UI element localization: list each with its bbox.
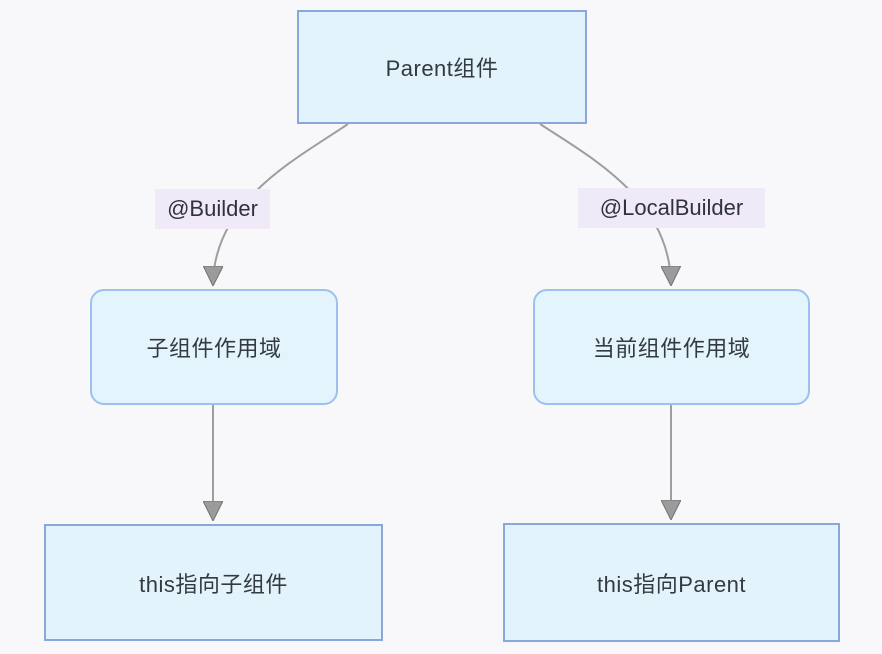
edge-label-builder-text: @Builder <box>167 196 258 221</box>
edge-parent-to-current-scope <box>539 123 671 284</box>
node-this-points-to-parent-label: this指向Parent <box>596 571 747 597</box>
node-this-points-to-parent: this指向Parent <box>503 523 840 642</box>
node-child-scope: 子组件作用域 <box>90 289 338 405</box>
edge-label-localbuilder: @LocalBuilder <box>578 188 765 228</box>
node-parent-component: Parent组件 <box>297 10 587 124</box>
node-current-scope-label: 当前组件作用域 <box>592 336 751 361</box>
edge-label-localbuilder-text: @LocalBuilder <box>599 195 744 220</box>
node-this-points-to-child: this指向子组件 <box>44 524 383 641</box>
edge-label-builder: @Builder <box>155 189 270 229</box>
edge-parent-to-child-scope <box>213 123 349 284</box>
node-parent-label: Parent组件 <box>385 56 499 81</box>
node-current-scope: 当前组件作用域 <box>533 289 810 405</box>
node-child-scope-label: 子组件作用域 <box>146 336 282 361</box>
node-this-points-to-child-label: this指向子组件 <box>139 571 288 597</box>
